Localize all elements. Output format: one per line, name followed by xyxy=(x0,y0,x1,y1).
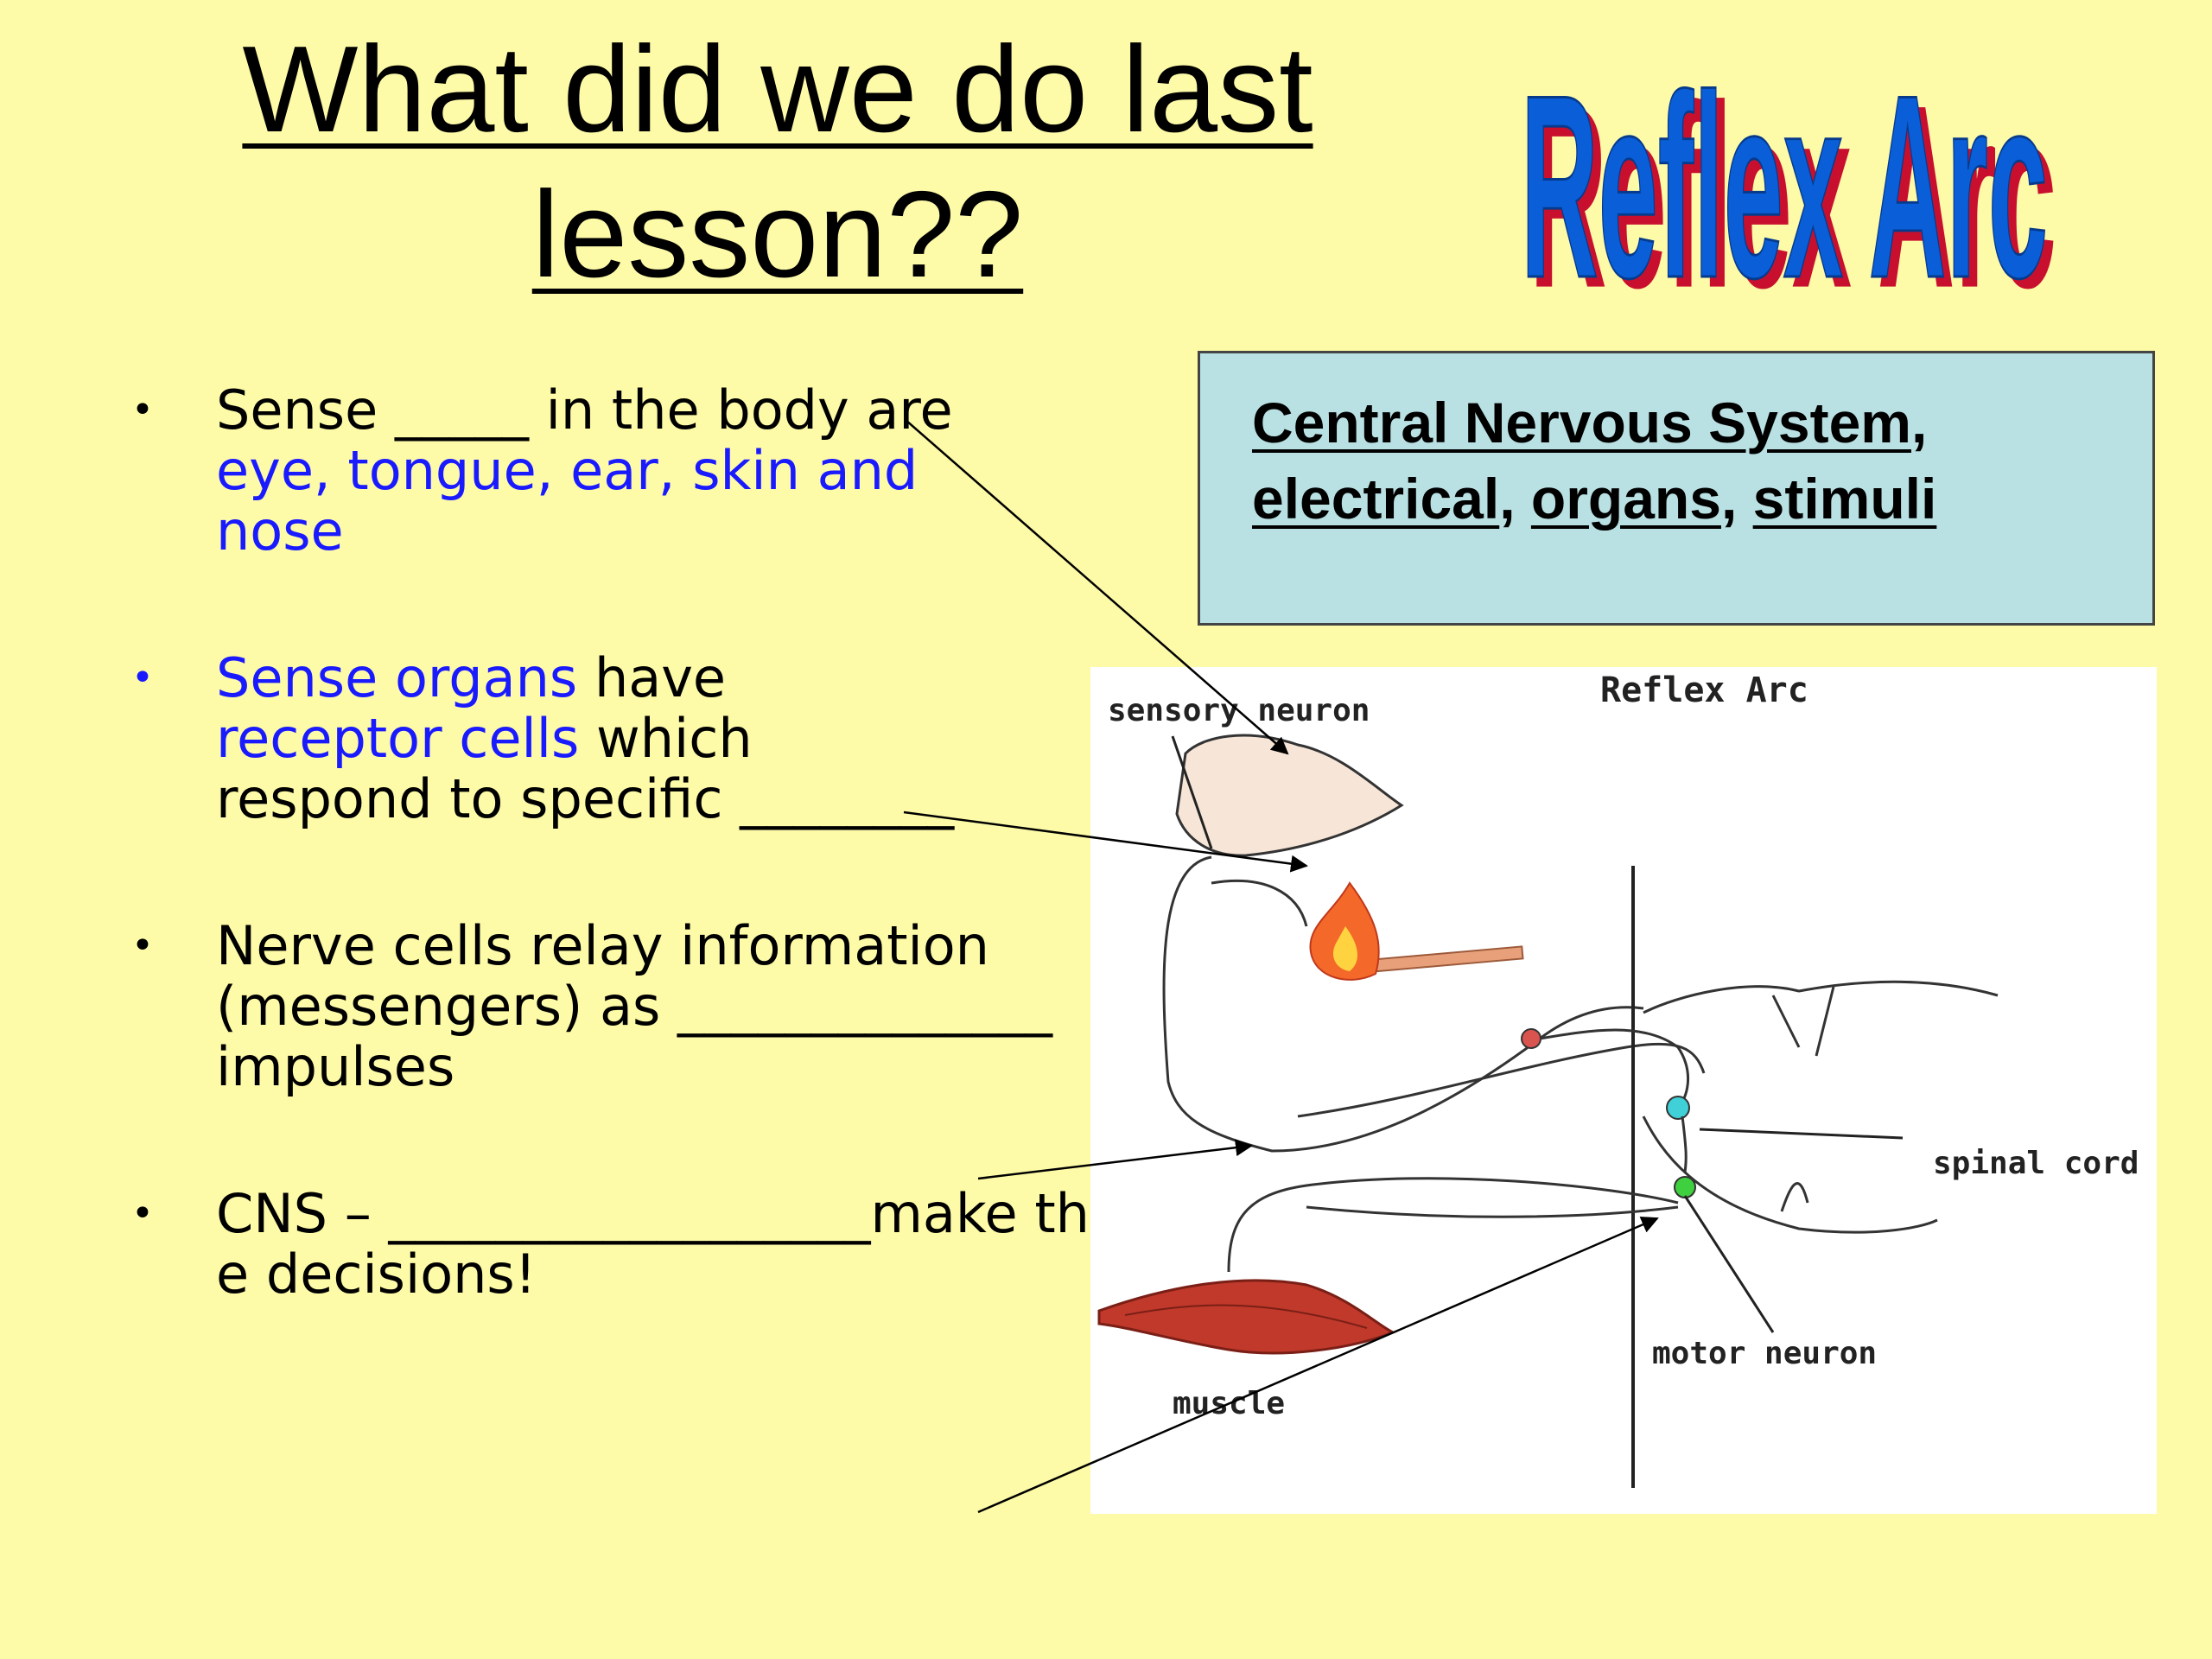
slide-title-line-1: What did we do last xyxy=(242,21,1313,158)
relay-path xyxy=(1539,1028,1690,1109)
keyword-separator: , xyxy=(1910,391,1928,454)
reflex-arc-wordart: Reflex Arc Reflex Arc xyxy=(1521,40,2056,302)
label-muscle: muscle xyxy=(1173,1386,1285,1421)
bullet-4-part-1: CNS – __________________make the decisio… xyxy=(216,1182,1090,1306)
key-words-box: Central Nervous System, electrical, orga… xyxy=(1198,351,2155,626)
keyword-organs: organs xyxy=(1530,467,1721,531)
sensory-neuron-path xyxy=(1297,1042,1706,1118)
keyword-electrical: electrical xyxy=(1252,467,1500,531)
bullet-1-part-2: eye, tongue, ear, skin and nose xyxy=(216,439,918,563)
bullet-1-part-1: Sense _____ in the body are xyxy=(216,378,953,442)
bullet-2-part-2: have xyxy=(577,646,727,709)
bullet-dot: • xyxy=(131,656,154,700)
label-spinal-cord: spinal cord xyxy=(1933,1146,2139,1181)
keyword-separator: , xyxy=(1499,467,1531,531)
bullet-2-part-4: which respond to specific ________ xyxy=(216,707,955,830)
wordart-shadow: Reflex Arc xyxy=(1529,51,2056,302)
hand-outline xyxy=(1211,879,1308,927)
bullet-dot: • xyxy=(131,388,154,432)
bullet-nerve-cells: • Nerve cells relay information (messeng… xyxy=(121,916,1080,1097)
spinal-cord-outline-bottom xyxy=(1642,1116,1938,1234)
bullet-list: • Sense _____ in the body are eye, tongu… xyxy=(121,380,1090,1391)
spinal-cord-bump xyxy=(1780,1182,1809,1212)
motor-neuron-path xyxy=(1227,1177,1679,1273)
bullet-sense-organs: • Sense _____ in the body are eye, tongu… xyxy=(121,380,1046,562)
bullet-3-part-1: Nerve cells relay information (messenger… xyxy=(216,914,1052,1098)
slide-title: What did we do last lesson?? xyxy=(173,17,1382,308)
finger-icon xyxy=(1175,734,1404,857)
bullet-dot: • xyxy=(131,1192,154,1236)
keyword-stimuli: stimuli xyxy=(1752,467,1937,531)
wordart-text: Reflex Arc xyxy=(1521,41,2048,302)
motor-neuron-path-lower xyxy=(1306,1205,1679,1218)
spinal-cord-horns xyxy=(1771,986,1835,1057)
sensory-neuron-cell xyxy=(1521,1028,1541,1049)
bullet-receptor-cells: • Sense organs have receptor cells which… xyxy=(121,648,959,830)
relay-to-motor xyxy=(1681,1116,1688,1173)
arm-outline xyxy=(1162,855,1644,1153)
diagram-title: Reflex Arc xyxy=(1600,671,1808,710)
label-motor-neuron: motor neuron xyxy=(1652,1336,1877,1371)
spinal-cord-outline-top xyxy=(1643,980,1999,1014)
slide-title-line-2: lesson?? xyxy=(531,166,1024,303)
bullet-dot: • xyxy=(131,924,154,968)
matchstick xyxy=(1357,945,1524,975)
label-sensory-neuron: sensory neuron xyxy=(1108,693,1370,728)
bullet-2-part-1: Sense organs xyxy=(216,646,578,709)
spinal-cord-label-line xyxy=(1699,1128,1904,1140)
keyword-separator: , xyxy=(1720,467,1753,531)
muscle-icon xyxy=(1097,1279,1396,1355)
relay-neuron-cell xyxy=(1666,1096,1690,1120)
motor-neuron-cell xyxy=(1674,1176,1696,1198)
reflex-arc-diagram: Reflex Arc sensory neuron spinal cord mo… xyxy=(1090,667,2157,1514)
keyword-cns: Central Nervous System xyxy=(1252,391,1911,454)
motor-label-line xyxy=(1683,1195,1775,1333)
bullet-cns: • CNS – __________________make the decis… xyxy=(121,1184,1115,1305)
bullet-2-part-3: receptor cells xyxy=(216,707,580,770)
flame-core xyxy=(1332,926,1358,971)
